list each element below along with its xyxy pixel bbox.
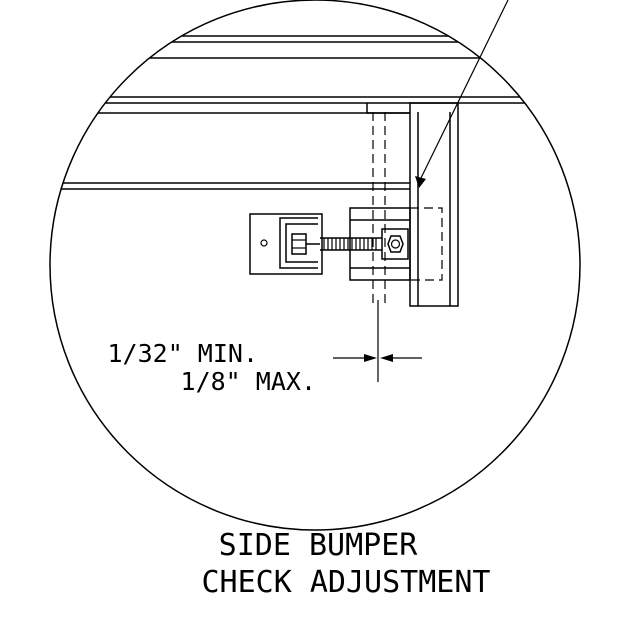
detail-contents [50,35,542,382]
hidden-plate [410,207,443,281]
caption-line-1: SIDE BUMPER [219,528,419,563]
bumper-plate [249,213,323,275]
bumper-block [349,207,411,281]
rod-threads [323,238,377,250]
u-bracket-inner [285,223,318,263]
leader-line [420,0,509,179]
bolt-head [291,233,307,255]
caption-line-2: CHECK ADJUSTMENT [202,565,491,600]
dimension-max-text: 1/8" MAX. [181,367,316,396]
plate-hole [260,239,268,247]
detail-circle [49,0,581,531]
u-bracket-outer [279,217,318,269]
nut-bore [390,239,401,249]
dim-arrow-left-head [364,354,377,362]
nut-housing [381,228,409,260]
hex-nut [387,235,404,253]
column [409,102,459,307]
dimension-min-text: 1/32" MIN. [107,339,258,368]
end-angle [366,103,410,114]
dim-arrow-right-head [380,354,393,362]
leader-arrowhead [415,176,426,188]
